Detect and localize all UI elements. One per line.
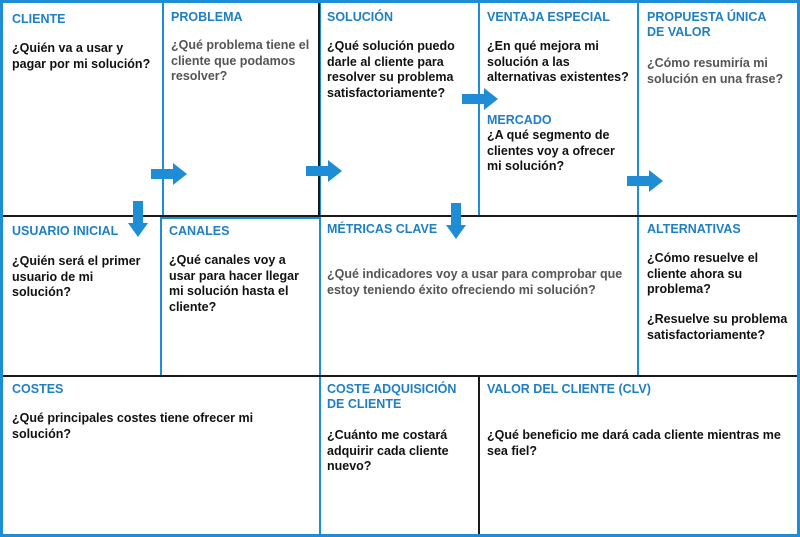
costes-question: ¿Qué principales costes tiene ofrecer mi… (12, 411, 254, 441)
cliente-question: ¿Quién va a usar y pagar por mi solución… (12, 41, 151, 71)
ventaja-title: VENTAJA ESPECIAL (487, 10, 610, 24)
ventaja-question: ¿En qué mejora mi solución a las alterna… (487, 39, 629, 84)
arrow-right-icon (627, 170, 663, 192)
alternativas-question-1: ¿Cómo resuelve el cliente ahora su probl… (647, 251, 759, 296)
solucion-block: SOLUCIÓN ¿Qué solución puedo darle al cl… (321, 3, 478, 215)
canales-question: ¿Qué canales voy a usar para hacer llega… (169, 253, 299, 314)
divider-row3-right (478, 377, 480, 534)
valor-cliente-block: VALOR DEL CLIENTE (CLV) ¿Qué beneficio m… (480, 377, 797, 534)
mercado-title: MERCADO (487, 113, 552, 127)
arrow-down-icon (128, 201, 148, 237)
costes-block: COSTES ¿Qué principales costes tiene ofr… (3, 377, 319, 534)
canales-block: CANALES ¿Qué canales voy a usar para hac… (162, 219, 319, 375)
usuario-inicial-title: USUARIO INICIAL (12, 224, 119, 238)
solucion-title: SOLUCIÓN (327, 10, 393, 24)
alternativas-title: ALTERNATIVAS (647, 222, 741, 236)
propuesta-block: PROPUESTA ÚNICA DE VALOR ¿Cómo resumiría… (639, 3, 797, 215)
metricas-block: MÉTRICAS CLAVE ¿Qué indicadores voy a us… (321, 217, 637, 375)
arrow-right-icon (306, 160, 342, 182)
valor-cliente-question: ¿Qué beneficio me dará cada cliente mien… (487, 428, 781, 458)
alternativas-block: ALTERNATIVAS ¿Cómo resuelve el cliente a… (639, 217, 797, 375)
divider-row1-bottom (3, 215, 797, 217)
arrow-right-icon (151, 163, 187, 185)
problema-title: PROBLEMA (171, 10, 243, 24)
problema-question: ¿Qué problema tiene el cliente que podam… (171, 38, 310, 83)
alternativas-question-2: ¿Resuelve su problema satisfactoriamente… (647, 312, 788, 342)
coste-adquisicion-block: COSTE ADQUISICIÓN DE CLIENTE ¿Cuánto me … (321, 377, 478, 534)
usuario-inicial-block: USUARIO INICIAL ¿Quién será el primer us… (3, 217, 160, 375)
usuario-inicial-question: ¿Quién será el primer usuario de mi solu… (12, 254, 141, 299)
arrow-down-icon (446, 203, 466, 239)
divider-row2-bottom (3, 375, 797, 377)
propuesta-question: ¿Cómo resumiría mi solución en una frase… (647, 56, 784, 86)
problema-block: PROBLEMA ¿Qué problema tiene el cliente … (164, 3, 319, 217)
valor-cliente-title: VALOR DEL CLIENTE (CLV) (487, 382, 651, 396)
cliente-title: CLIENTE (12, 12, 66, 26)
coste-adquisicion-title: COSTE ADQUISICIÓN DE CLIENTE (327, 382, 457, 411)
arrow-right-icon (462, 88, 498, 110)
metricas-question: ¿Qué indicadores voy a usar para comprob… (327, 267, 623, 297)
costes-title: COSTES (12, 382, 64, 396)
mercado-question: ¿A qué segmento de clientes voy a ofrece… (487, 128, 615, 173)
metricas-title: MÉTRICAS CLAVE (327, 222, 438, 236)
divider-row1-problema-right (318, 3, 320, 217)
canales-title: CANALES (169, 224, 230, 238)
ventaja-mercado-block: VENTAJA ESPECIAL ¿En qué mejora mi soluc… (480, 3, 637, 215)
cliente-block: CLIENTE ¿Quién va a usar y pagar por mi … (3, 3, 162, 215)
solucion-question: ¿Qué solución puedo darle al cliente par… (327, 39, 455, 100)
coste-adquisicion-question: ¿Cuánto me costará adquirir cada cliente… (327, 428, 449, 473)
propuesta-title: PROPUESTA ÚNICA DE VALOR (647, 10, 767, 39)
